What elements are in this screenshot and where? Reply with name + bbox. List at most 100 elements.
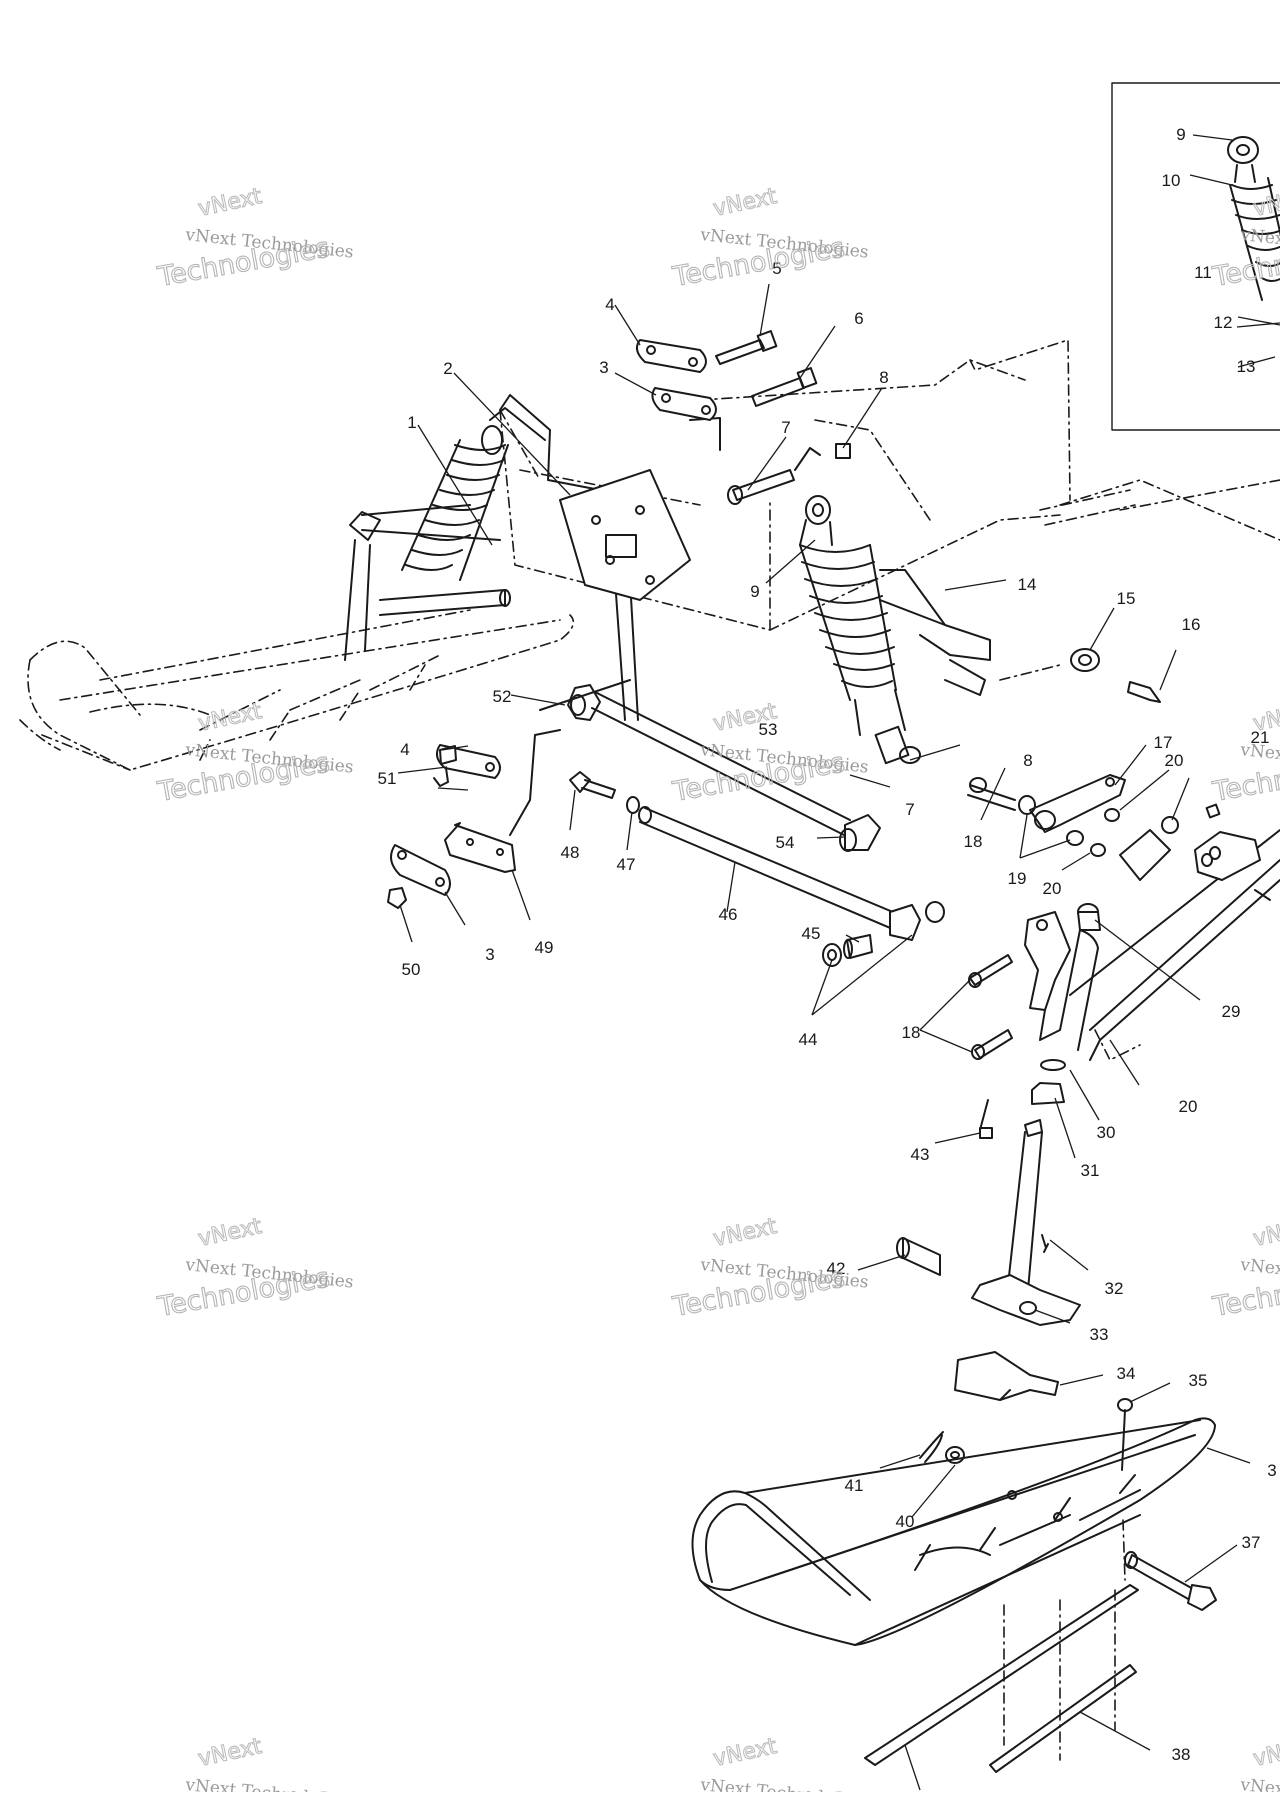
watermark-line1: vNext [711,184,779,222]
watermark-line1: vNext [196,184,264,222]
callout-c2: 2 [443,359,452,378]
callout-c12: 12 [1214,313,1233,332]
bolt-37 [1124,1551,1217,1611]
callout-c1: 1 [407,413,416,432]
callout-c50: 50 [402,960,421,979]
callout-c34: 34 [1117,1364,1136,1383]
callout-c30: 30 [1097,1123,1116,1142]
mounting-plate [559,469,691,601]
inset-shock-absorber [1227,136,1280,301]
callout-c31: 31 [1081,1161,1100,1180]
callout-leaders [397,134,1280,1791]
callout-c41: 41 [845,1476,864,1495]
callout-c13: 13 [1237,357,1256,376]
callout-c5: 5 [772,259,781,278]
ski-saddle [919,1351,1133,1464]
callout-c33: 33 [1090,1325,1109,1344]
callout-c3b: 3 [485,945,494,964]
watermark-line1: vNext [711,1214,779,1252]
watermark-line1: vNext [196,1734,264,1772]
upper-bracket-plates [635,330,851,505]
ski-runners [864,1519,1139,1773]
callout-c18b: 18 [902,1023,921,1042]
callout-c6: 6 [854,309,863,328]
main-ski [691,1409,1216,1646]
callout-c7b: 7 [905,800,914,819]
watermark-line1: vNext [711,1734,779,1772]
callout-c46: 46 [719,905,738,924]
callout-c20b: 20 [1043,879,1062,898]
callout-c37: 37 [1242,1533,1261,1552]
callout-c14: 14 [1018,575,1037,594]
callout-c21: 21 [1251,728,1270,747]
callout-c3a: 3 [599,358,608,377]
callout-c9b: 9 [1176,125,1185,144]
watermark-line2: vNext Technologies [1238,1775,1280,1792]
callout-c51: 51 [378,769,397,788]
callout-c47: 47 [617,855,636,874]
callout-c48: 48 [561,843,580,862]
callout-c11: 11 [1194,263,1212,282]
callout-c49: 49 [535,938,554,957]
watermark-line2: vNext Technologies [183,1775,354,1792]
callout-c38: 38 [1172,1745,1191,1764]
callout-c4b: 4 [400,740,409,759]
upper-control-arm [879,569,1161,703]
watermark-line2: vNext Technologies [698,1775,869,1792]
callout-c52: 52 [493,687,512,706]
callout-c20a: 20 [1165,751,1184,770]
callout-c36: 3 [1267,1461,1276,1480]
bushings [822,934,941,1276]
left-shock-absorber [401,425,509,581]
watermark-line1: vNext [1251,1214,1280,1252]
callout-c45: 45 [802,924,821,943]
callout-c44: 44 [799,1030,818,1049]
callout-c18a: 18 [964,832,983,851]
callout-c54: 54 [776,833,795,852]
watermark-line1: vNext [196,699,264,737]
callout-c16: 16 [1182,615,1201,634]
callout-c32: 32 [1105,1279,1124,1298]
callout-c17: 17 [1154,733,1173,752]
callout-c42: 42 [827,1259,846,1278]
callout-c15: 15 [1117,589,1136,608]
callout-c20c: 20 [1179,1097,1198,1116]
callout-c9a: 9 [750,582,759,601]
callout-c4a: 4 [605,295,614,314]
shock-inset-frame [1111,82,1280,431]
callout-c53: 53 [759,720,778,739]
spindle-assembly [971,903,1101,1326]
callout-c35: 35 [1189,1371,1208,1390]
callout-c40: 40 [896,1512,915,1531]
lower-left-brackets [387,679,631,909]
rod-end-48 [569,771,640,814]
left-a-arm [344,504,511,661]
right-ski-partial [1069,829,1280,1061]
tie-rods [567,684,945,941]
callout-c7a: 7 [781,418,790,437]
callout-c43: 43 [911,1145,930,1164]
watermark-line1: vNext [1251,699,1280,737]
watermark-line1: vNext [1251,1734,1280,1772]
bolts-18 [968,954,1013,1060]
callout-c10: 10 [1162,171,1181,190]
callout-c8a: 8 [879,368,888,387]
callout-c29: 29 [1222,1002,1241,1021]
callout-c8b: 8 [1023,751,1032,770]
